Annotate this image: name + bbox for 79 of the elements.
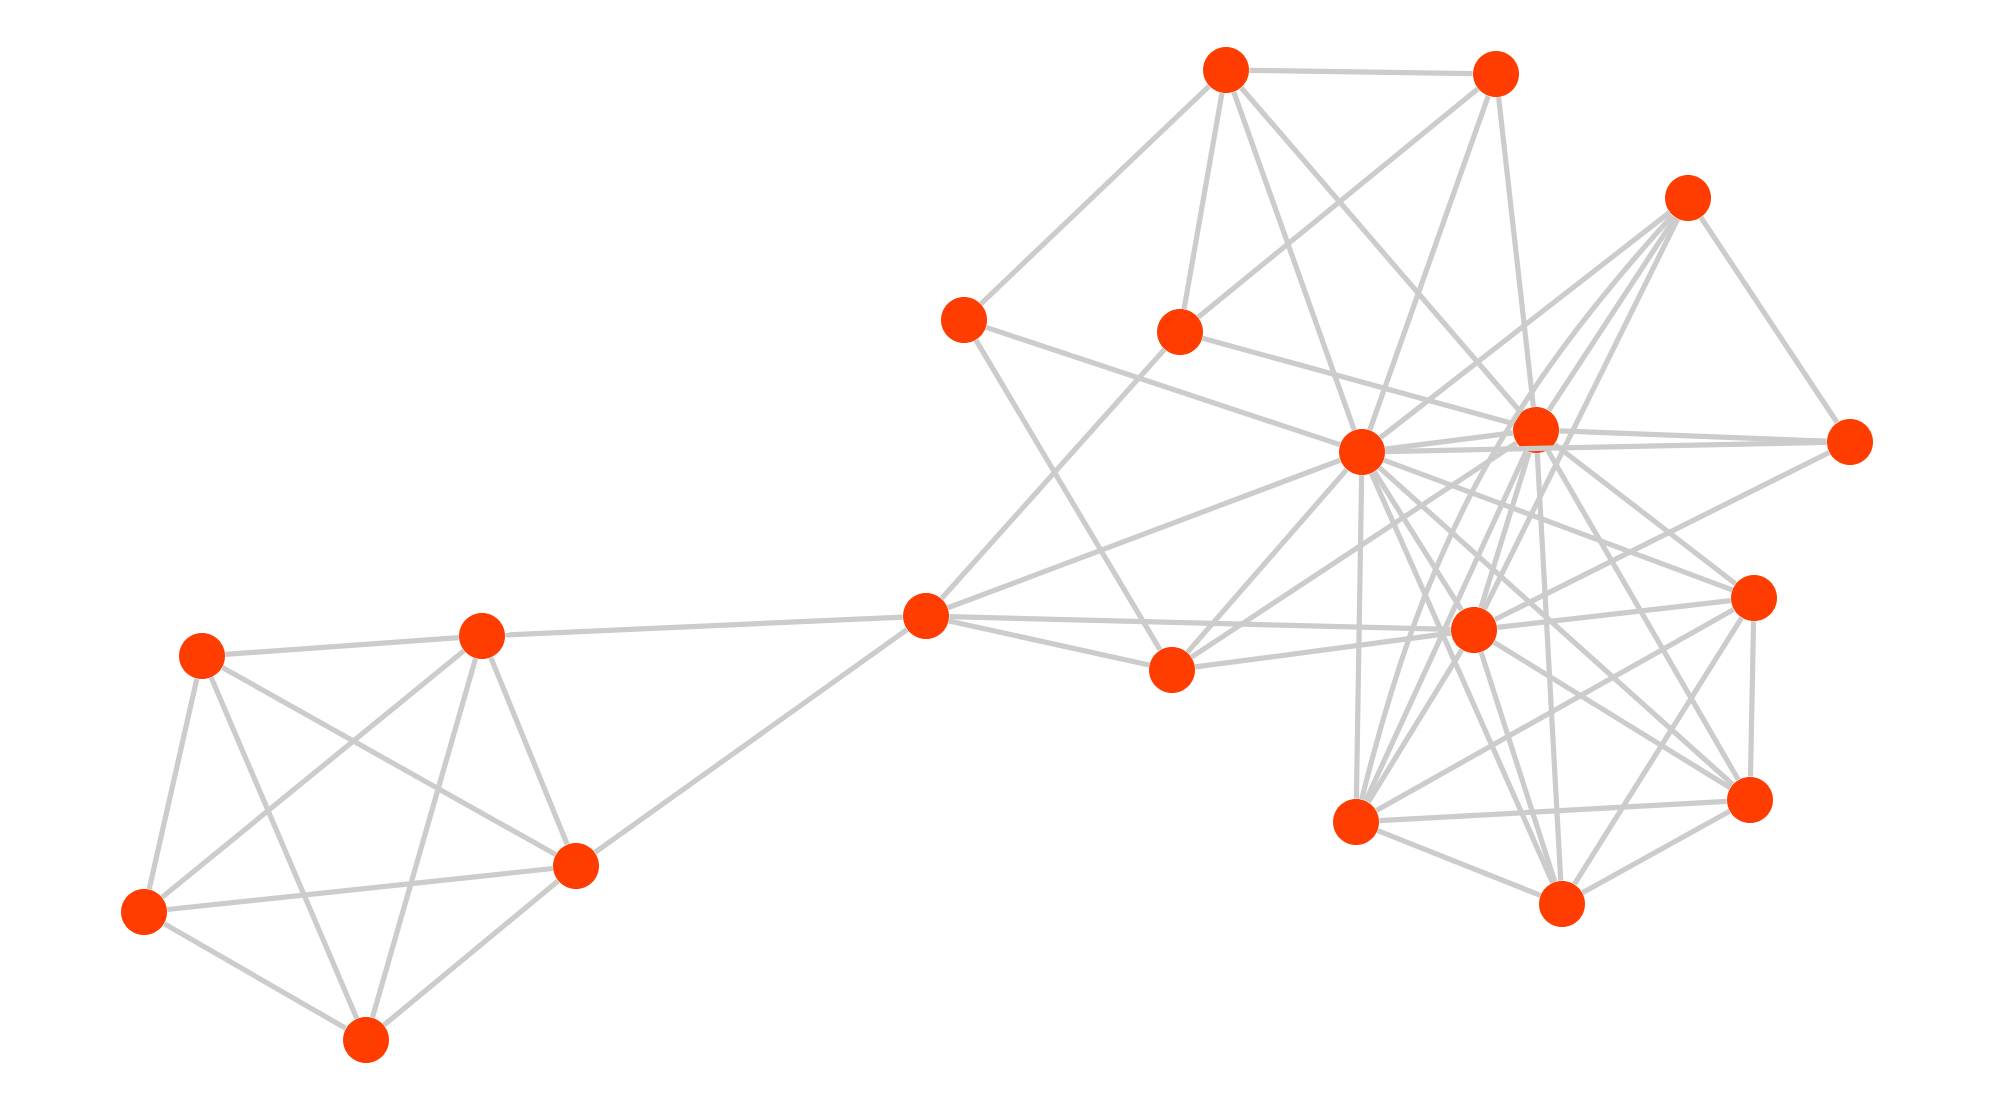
network-node: [1513, 407, 1559, 453]
connector-line: [1196, 86, 1480, 320]
connector-line: [985, 324, 1341, 448]
network-node: [1333, 799, 1379, 845]
connector-line: [947, 457, 1342, 611]
connector-line: [1181, 92, 1225, 310]
network-node: [1473, 51, 1519, 97]
connector-line: [369, 657, 479, 1019]
connector-line: [1482, 217, 1680, 611]
connector-line: [1492, 640, 1732, 790]
connector-line: [225, 635, 459, 657]
network-node: [121, 889, 167, 935]
network-node: [1665, 175, 1711, 221]
connector-line: [1378, 210, 1672, 440]
connector-line: [488, 656, 570, 846]
connector-line: [1353, 475, 1365, 799]
connector-line: [939, 347, 1167, 601]
connector-line: [593, 627, 909, 855]
connector-line: [1231, 91, 1357, 431]
network-node: [941, 297, 987, 343]
connector-line: [1376, 828, 1542, 898]
connector-line: [1375, 607, 1735, 813]
connector-line: [1383, 457, 1733, 593]
connector-line: [949, 614, 1451, 632]
network-node: [1827, 419, 1873, 465]
connector-line: [208, 676, 360, 1020]
connector-line: [1747, 621, 1757, 777]
connector-line: [505, 614, 903, 638]
connector-line: [382, 878, 560, 1028]
connector-line: [1377, 465, 1735, 787]
network-node: [1203, 47, 1249, 93]
connector-line: [1552, 442, 1738, 586]
network-node: [1339, 429, 1385, 475]
network-node: [343, 1017, 389, 1063]
connector-line: [1478, 651, 1558, 883]
network-node: [1157, 309, 1203, 355]
connector-line: [221, 665, 557, 857]
connector-line: [146, 678, 200, 890]
connector-line: [1546, 216, 1678, 412]
network-node: [553, 843, 599, 889]
connector-line: [1366, 648, 1464, 804]
connector-line: [1534, 453, 1564, 881]
connector-line: [1379, 798, 1727, 824]
connector-line: [1194, 630, 1452, 670]
connector-line: [1201, 335, 1515, 427]
connector-line: [1239, 86, 1523, 414]
connector-line: [1369, 472, 1555, 884]
connector-line: [973, 338, 1163, 652]
network-node: [1149, 647, 1195, 693]
connector-line: [1185, 467, 1349, 655]
network-node: [459, 613, 505, 659]
connector-line: [1559, 428, 1827, 444]
connector-line: [1359, 213, 1675, 800]
network-node: [1731, 575, 1777, 621]
connector-line: [1478, 451, 1532, 609]
connector-line: [160, 648, 466, 900]
connector-line: [1385, 439, 1827, 455]
connector-line: [1363, 450, 1529, 802]
network-node: [1539, 881, 1585, 927]
connector-line: [979, 84, 1211, 306]
connector-line: [1493, 450, 1831, 622]
connector-line: [162, 921, 348, 1031]
connector-line: [1698, 216, 1840, 424]
connector-line: [948, 618, 1150, 668]
network-node: [1727, 777, 1773, 823]
connector-line: [1545, 448, 1741, 782]
connector-line: [1190, 440, 1518, 660]
network-node: [903, 593, 949, 639]
connector-line: [1367, 95, 1491, 431]
network-node: [179, 633, 225, 679]
connector-line: [1372, 470, 1464, 612]
network-node: [1451, 607, 1497, 653]
connector-line: [1496, 598, 1732, 630]
connector-line: [1572, 616, 1744, 886]
connector-line: [167, 865, 553, 913]
connector-line: [1249, 67, 1473, 77]
connector-line: [1384, 430, 1514, 452]
connector-line: [1496, 96, 1536, 408]
connector-line: [1581, 809, 1731, 895]
